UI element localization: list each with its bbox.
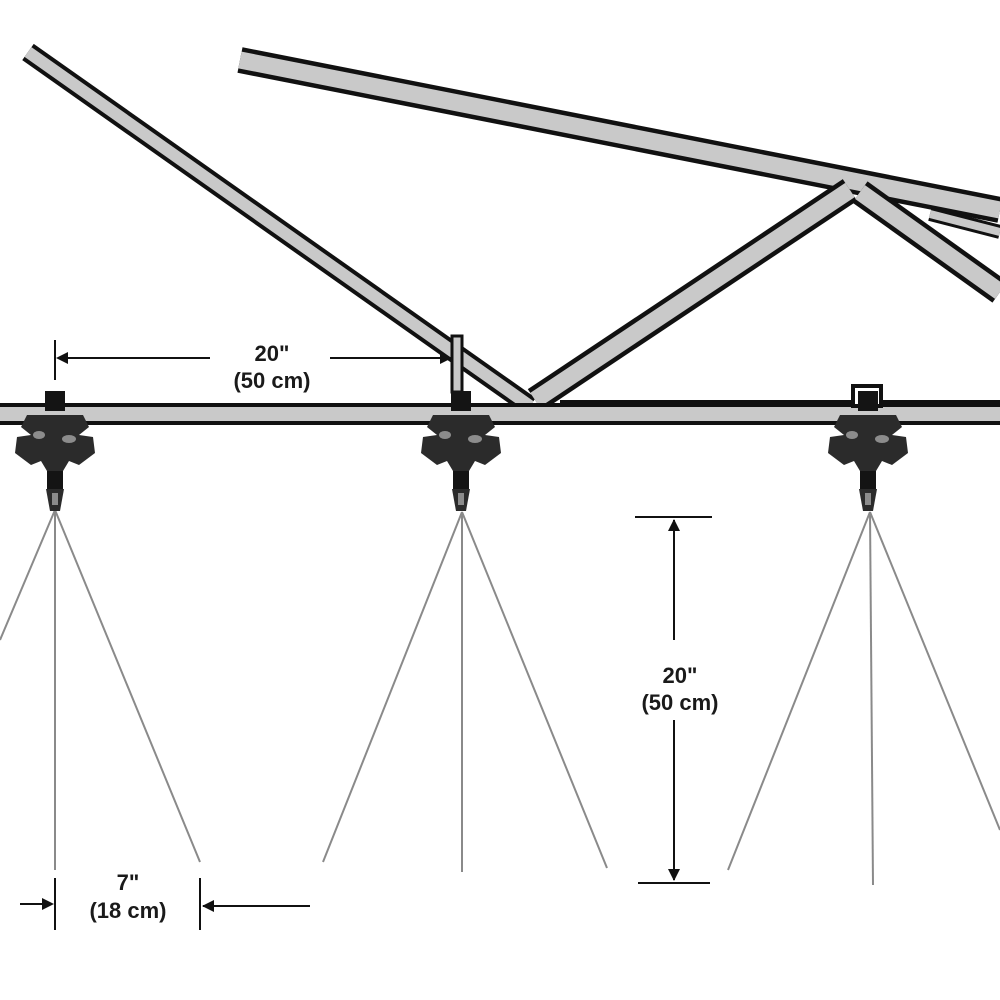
height-imperial-label: 20": [663, 663, 698, 688]
spray-pattern-left: [0, 509, 201, 870]
spacing-imperial-label: 20": [255, 341, 290, 366]
height-metric-label: (50 cm): [641, 690, 718, 715]
spray-patterns: [0, 509, 1000, 886]
spray-pattern-right: [727, 511, 1000, 886]
spray-pattern-center: [322, 511, 608, 872]
overlap-metric-label: (18 cm): [89, 898, 166, 923]
spacing-dimension: 20" (50 cm): [54, 340, 452, 393]
overlap-imperial-label: 7": [117, 870, 140, 895]
height-dimension: 20" (50 cm): [635, 516, 719, 884]
overlap-dimension: 7" (18 cm): [20, 870, 310, 930]
spacing-metric-label: (50 cm): [233, 368, 310, 393]
boom-truss: [22, 43, 1000, 415]
